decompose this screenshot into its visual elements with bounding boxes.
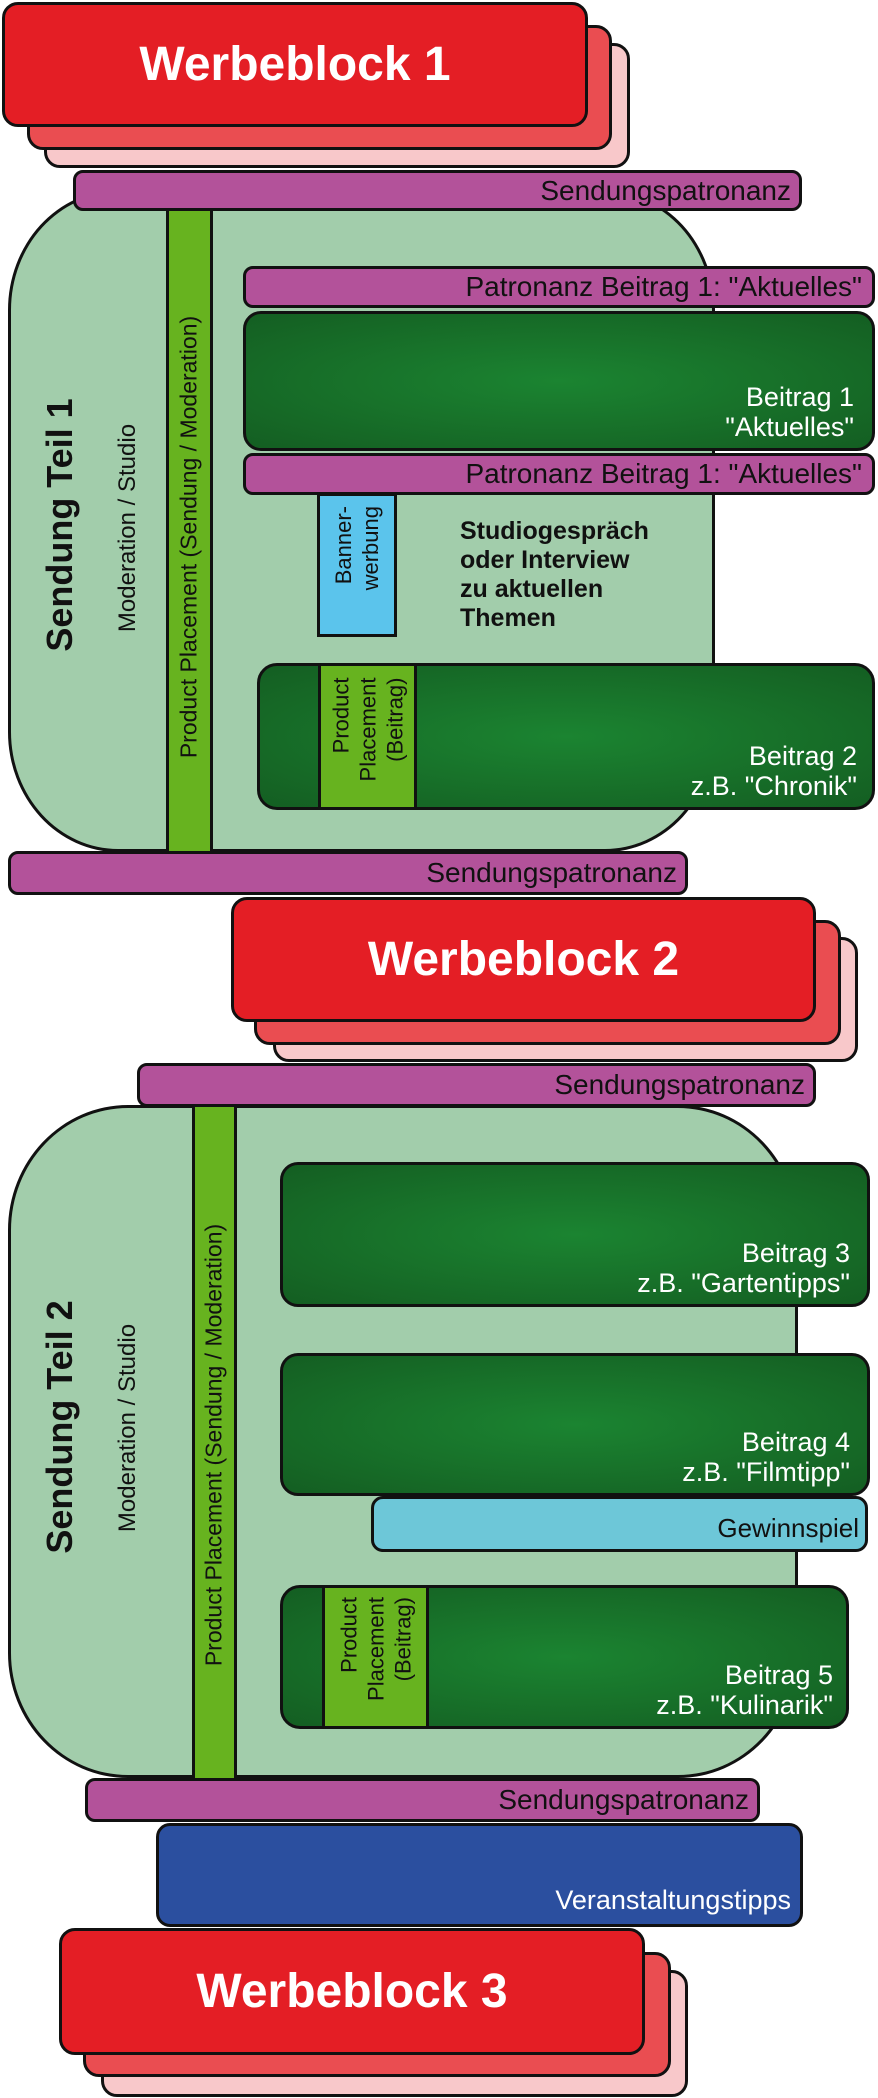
item-sponsorship-top-label: Patronanz Beitrag 1: "Aktuelles"	[465, 271, 862, 302]
show-part-1-product-placement-label: Product Placement (Sendung / Moderation)	[175, 315, 202, 759]
pp-line-3: (Beitrag)	[390, 1597, 415, 1682]
show-sponsorship-4-label: Sendungspatronanz	[498, 1784, 749, 1815]
beitrag-5-topic: z.B. "Kulinarik"	[656, 1690, 833, 1720]
ad-block-1: Werbeblock 1	[2, 2, 588, 127]
show-part-2-subtitle: Moderation / Studio	[114, 1323, 141, 1533]
beitrag-1-title: Beitrag 1	[745, 382, 854, 412]
beitrag-4-title: Beitrag 4	[741, 1427, 850, 1457]
pp-line-2: Placement	[363, 1597, 388, 1701]
ad-block-3-label: Werbeblock 3	[196, 1964, 508, 2018]
beitrag-4: Beitrag 4 z.B. "Filmtipp"	[280, 1353, 870, 1496]
show-part-1-subtitle: Moderation / Studio	[114, 423, 141, 633]
item-sponsorship-bottom: Patronanz Beitrag 1: "Aktuelles"	[243, 453, 875, 495]
show-sponsorship-3-label: Sendungspatronanz	[554, 1069, 805, 1100]
beitrag-2-text: Beitrag 2 z.B. "Chronik"	[691, 741, 857, 801]
beitrag-1: Beitrag 1 "Aktuelles"	[243, 311, 875, 451]
competition: Gewinnspiel	[371, 1496, 868, 1552]
beitrag-5-product-placement-label: Product Placement (Beitrag)	[325, 1588, 426, 1726]
pp-line-2: Placement	[355, 677, 380, 781]
banner-ad-label: Banner- werbung	[320, 496, 394, 634]
studio-talk-line-4: Themen	[460, 604, 556, 632]
beitrag-4-text: Beitrag 4 z.B. "Filmtipp"	[682, 1427, 850, 1487]
beitrag-2-title: Beitrag 2	[748, 741, 857, 771]
beitrag-2-product-placement: Product Placement (Beitrag)	[318, 663, 417, 810]
ad-block-2: Werbeblock 2	[231, 897, 816, 1022]
beitrag-3-text: Beitrag 3 z.B. "Gartentipps"	[637, 1238, 850, 1298]
beitrag-3-topic: z.B. "Gartentipps"	[637, 1268, 850, 1298]
banner-ad-line-2: werbung	[358, 506, 383, 591]
studio-talk-line-1: Studiogespräch	[460, 517, 649, 545]
beitrag-5-text: Beitrag 5 z.B. "Kulinarik"	[656, 1660, 833, 1720]
show-sponsorship-4: Sendungspatronanz	[85, 1778, 760, 1822]
show-sponsorship-1-label: Sendungspatronanz	[540, 174, 791, 206]
banner-ad: Banner- werbung	[317, 493, 397, 637]
event-tips: Veranstaltungstipps	[156, 1823, 803, 1927]
show-part-2-product-placement-stripe	[192, 1107, 237, 1778]
show-sponsorship-2: Sendungspatronanz	[8, 851, 688, 895]
ad-block-1-label: Werbeblock 1	[139, 37, 451, 91]
beitrag-3: Beitrag 3 z.B. "Gartentipps"	[280, 1162, 870, 1307]
pp-line-1: Product	[336, 1597, 361, 1673]
event-tips-label: Veranstaltungstipps	[555, 1885, 791, 1915]
beitrag-5-title: Beitrag 5	[724, 1660, 833, 1690]
beitrag-2-product-placement-label: Product Placement (Beitrag)	[321, 666, 414, 807]
ad-block-3: Werbeblock 3	[59, 1928, 645, 2055]
show-part-1-title: Sendung Teil 1	[39, 398, 80, 652]
competition-label: Gewinnspiel	[717, 1513, 859, 1543]
pp-line-1: Product	[328, 677, 353, 753]
beitrag-2: Product Placement (Beitrag) Beitrag 2 z.…	[257, 663, 875, 810]
show-sponsorship-1: Sendungspatronanz	[73, 170, 802, 211]
beitrag-3-title: Beitrag 3	[741, 1238, 850, 1268]
beitrag-4-topic: z.B. "Filmtipp"	[682, 1457, 850, 1487]
studio-talk-text: Studiogespräch oder Interview zu aktuell…	[460, 517, 649, 633]
show-sponsorship-3: Sendungspatronanz	[137, 1063, 816, 1107]
beitrag-1-topic: "Aktuelles"	[725, 412, 854, 442]
item-sponsorship-bottom-label: Patronanz Beitrag 1: "Aktuelles"	[465, 458, 862, 489]
show-part-2-product-placement-label: Product Placement (Sendung / Moderation)	[200, 1223, 227, 1667]
show-sponsorship-2-label: Sendungspatronanz	[426, 857, 677, 888]
studio-talk-line-2: oder Interview	[460, 546, 630, 574]
beitrag-1-text: Beitrag 1 "Aktuelles"	[725, 382, 854, 442]
banner-ad-line-1: Banner-	[331, 506, 356, 585]
beitrag-2-topic: z.B. "Chronik"	[690, 771, 857, 801]
show-part-1-product-placement-stripe	[166, 209, 213, 852]
pp-line-3: (Beitrag)	[382, 677, 407, 762]
show-part-2-title: Sendung Teil 2	[39, 1300, 80, 1554]
beitrag-5-product-placement: Product Placement (Beitrag)	[322, 1585, 429, 1729]
studio-talk-line-3: zu aktuellen	[460, 575, 604, 603]
item-sponsorship-top: Patronanz Beitrag 1: "Aktuelles"	[243, 266, 875, 308]
beitrag-5: Product Placement (Beitrag) Beitrag 5 z.…	[280, 1585, 849, 1729]
ad-block-2-label: Werbeblock 2	[367, 932, 680, 986]
